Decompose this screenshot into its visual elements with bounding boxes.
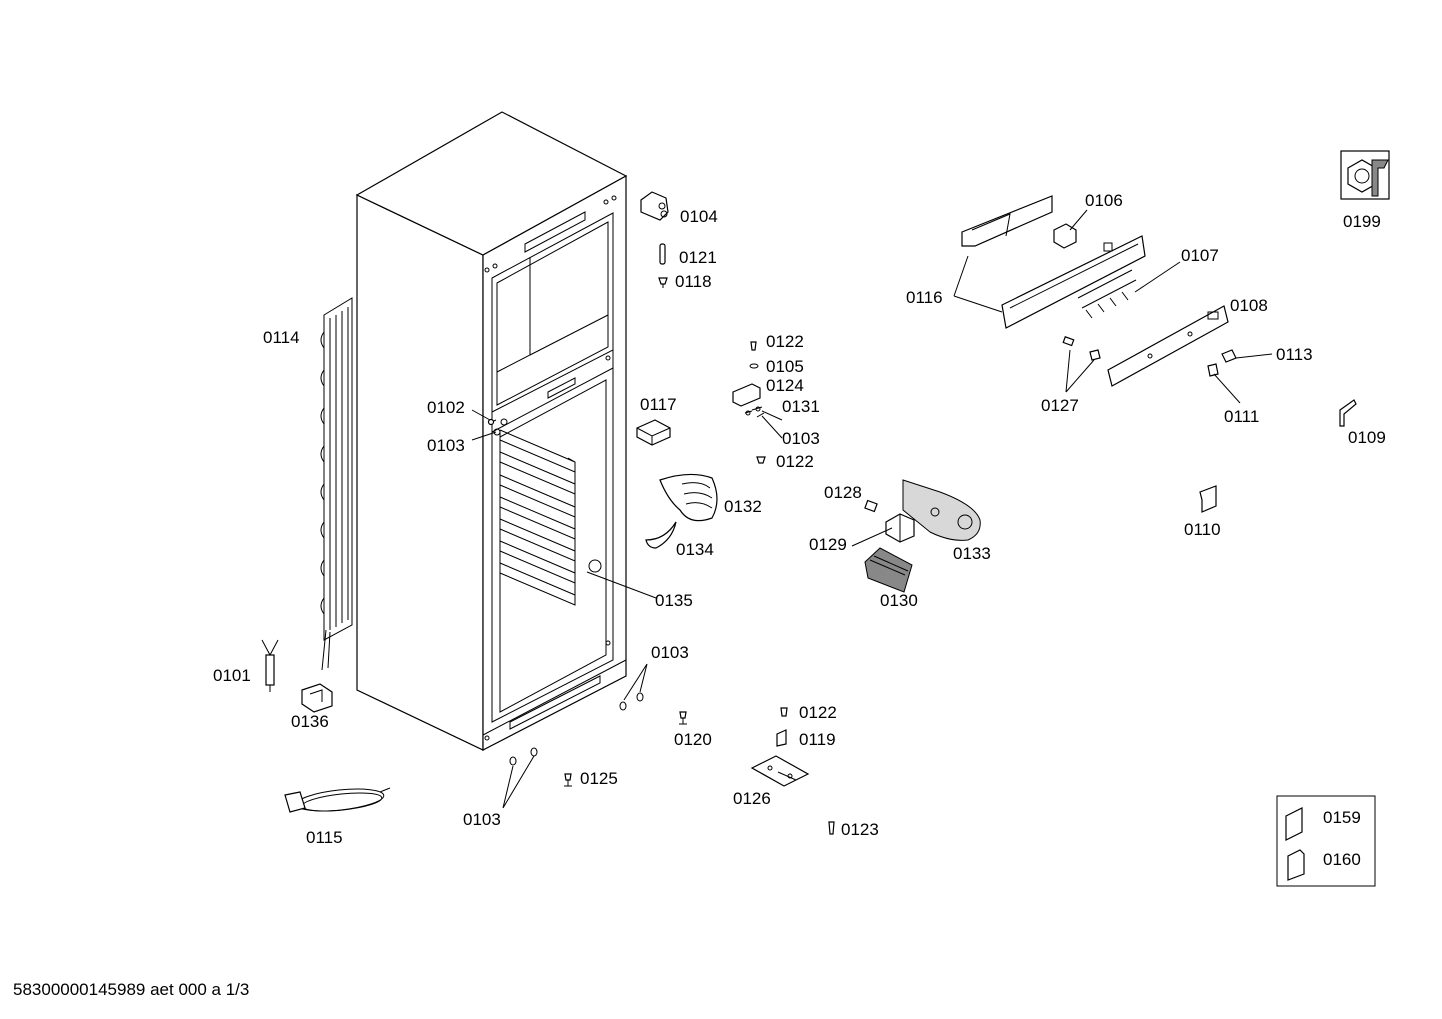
part-label: 0118 [675,272,712,291]
part-label: 0111 [1224,407,1259,426]
part-label: 0131 [782,397,820,416]
part-label: 0102 [427,398,465,417]
part-label: 0105 [766,357,804,376]
part-label: 0110 [1184,520,1221,539]
part-0106-drawing [1053,223,1077,249]
part-0121-drawing [659,243,666,265]
part-label: 0132 [724,497,762,516]
part-label: 0130 [880,591,918,610]
part-0122-lower-drawing [780,707,788,717]
evaporator-shelves [499,429,576,606]
part-label: 0114 [263,328,300,347]
part-label: 0116 [906,288,943,307]
part-0120-drawing [679,711,687,725]
part-label: 0122 [799,703,837,722]
part-label: 0115 [306,828,343,847]
part-label: 0104 [680,207,718,226]
part-0115-drawing [284,787,391,813]
leader-lines [471,209,1273,809]
part-0126-drawing [750,755,810,787]
cabinet-drawing [355,111,628,751]
part-label: 0119 [799,730,836,749]
part-label: 0136 [291,712,329,731]
part-label: 0117 [640,395,677,414]
part-label: 0129 [809,535,847,554]
part-0110-drawing [1199,485,1217,513]
part-0125-drawing [564,773,572,787]
part-0111-drawing [1207,363,1219,377]
part-label: 0103 [463,810,501,829]
part-0118-drawing [658,277,668,288]
part-label: 0128 [824,483,862,502]
part-label: 0121 [679,248,717,267]
part-label: 0199 [1343,212,1381,231]
part-label: 0108 [1230,296,1268,315]
part-label: 0126 [733,789,771,808]
part-label: 0160 [1323,850,1361,869]
part-label: 0103 [427,436,465,455]
part-label: 0103 [651,643,689,662]
part-0108-drawing [1107,305,1229,387]
part-label: 0106 [1085,191,1123,210]
part-label: 0122 [766,332,804,351]
part-labels: 0104 0121 0118 0114 0102 0103 0117 0122 … [213,191,1386,869]
part-0133-drawing [902,479,981,541]
legend-box [1276,795,1376,887]
part-0132-drawing [659,473,718,522]
part-label: 0113 [1276,345,1313,364]
part-0109-drawing [1339,399,1357,427]
document-code: 58300000145989 aet 000 a 1/3 [13,980,250,999]
part-0103-lower-drawing [509,692,644,766]
part-0129-drawing [885,513,915,543]
part-0136-drawing [301,683,333,713]
document-icon [1285,807,1303,841]
part-label: 0134 [676,540,714,559]
part-label: 0125 [580,769,618,788]
part-0128-drawing [864,499,878,513]
part-0104-drawing [640,191,669,221]
part-label: 0101 [213,666,251,685]
part-0127-drawing [1062,336,1101,361]
part-0101-drawing [261,639,279,692]
part-0117-drawing [636,419,671,446]
part-0113-drawing [1221,349,1237,363]
part-0134-drawing [645,521,677,549]
part-label: 0122 [776,452,814,471]
part-label: 0103 [782,429,820,448]
part-0130-drawing [864,547,913,593]
part-0119-drawing [776,729,787,747]
part-label: 0159 [1323,808,1361,827]
part-label: 0133 [953,544,991,563]
condenser-drawing [320,297,353,671]
part-0123-drawing [828,821,835,835]
part-label: 0107 [1181,246,1219,265]
part-0102-drawing [487,418,508,436]
part-label: 0127 [1041,396,1079,415]
part-0116-drawing [961,195,1053,247]
part-0107-drawing [1001,235,1146,329]
part-label: 0120 [674,730,712,749]
part-label: 0109 [1348,428,1386,447]
document-corner-icon [1287,849,1305,881]
part-label: 0123 [841,820,879,839]
part-label: 0135 [655,591,693,610]
part-label: 0124 [766,376,804,395]
wrench-nut-icon [1340,150,1390,200]
thermostat-bracket-drawing [732,341,766,464]
